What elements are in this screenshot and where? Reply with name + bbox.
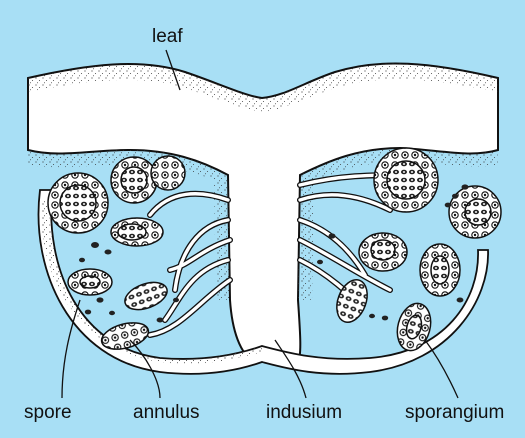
label-leaf: leaf — [152, 27, 183, 46]
label-spore: spore — [24, 403, 72, 422]
label-annulus: annulus — [133, 403, 200, 422]
sporangia-left — [48, 156, 185, 354]
label-indusium: indusium — [266, 403, 342, 422]
label-sporangium: sporangium — [405, 403, 504, 422]
